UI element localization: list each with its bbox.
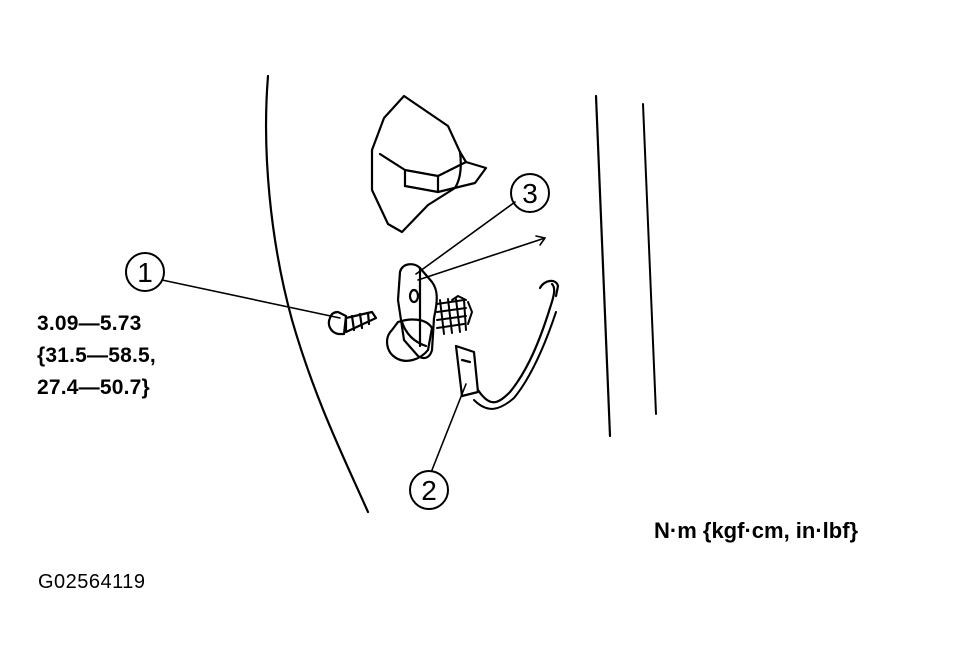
- door-panel-edge: [265, 74, 370, 514]
- callout-circle-2: [409, 470, 449, 510]
- torque-line-2: {31.5—58.5,: [37, 344, 156, 367]
- units-label: N·m {kgf·cm, in·lbf}: [654, 518, 859, 543]
- wiring-harness-inner: [473, 311, 557, 410]
- switch-spring: [436, 295, 473, 335]
- door-switch-bracket: [396, 263, 438, 360]
- leader-line-2: [431, 383, 467, 471]
- torque-line-3: 27.4—50.7}: [37, 376, 150, 399]
- switch-plunger: [386, 318, 434, 362]
- callout-number-1: 1: [137, 257, 153, 288]
- figure-id: G02564119: [38, 571, 146, 593]
- install-arrow-head: [535, 235, 546, 246]
- callout-circle-3: [510, 173, 550, 213]
- torque-specification: 3.09—5.73 {31.5—58.5, 27.4—50.7}: [37, 308, 156, 404]
- door-latch-housing: [370, 94, 488, 234]
- mounting-screw: [327, 310, 378, 336]
- switch-connector: [454, 344, 480, 398]
- wiring-end: [538, 279, 560, 298]
- callout-circle-1: [125, 252, 165, 292]
- callout-number-3: 3: [522, 178, 538, 209]
- door-frame-line-left: [594, 94, 612, 438]
- leader-line-3: [415, 201, 516, 275]
- leader-line-1: [161, 279, 341, 319]
- torque-line-1: 3.09—5.73: [37, 312, 142, 335]
- door-frame-line-right: [642, 103, 657, 415]
- install-arrow-line: [417, 237, 546, 281]
- callout-number-2: 2: [421, 475, 437, 506]
- wiring-harness: [476, 282, 556, 404]
